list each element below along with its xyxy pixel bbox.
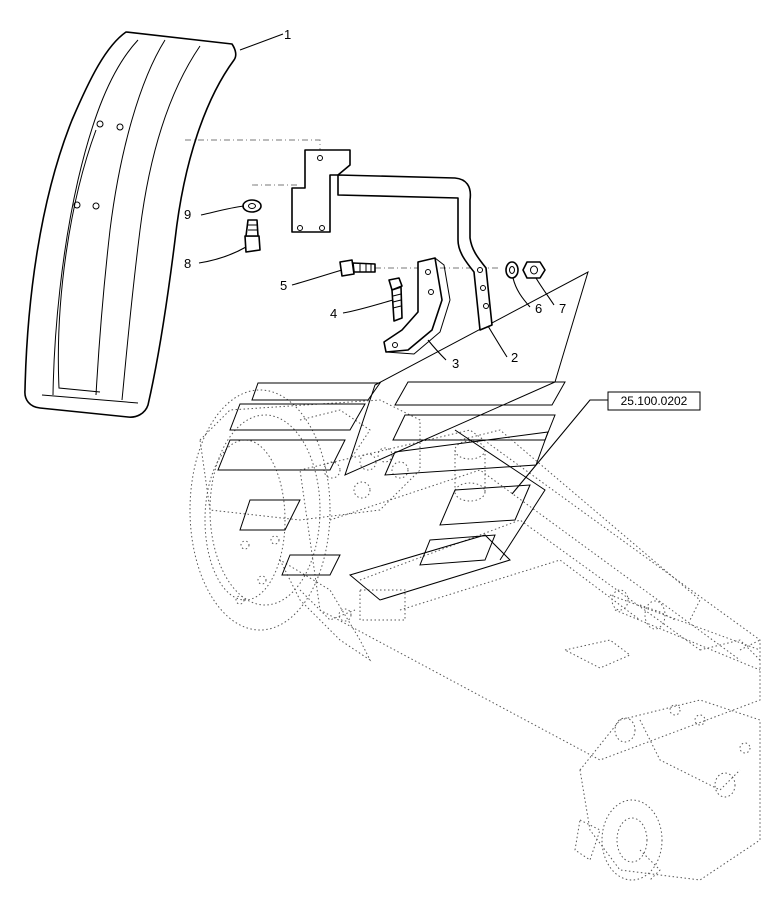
bolt-part-5: [339, 259, 376, 277]
callout-5: 5: [280, 278, 287, 293]
callout-1: 1: [284, 27, 291, 42]
leader-lines: [198, 33, 608, 495]
callout-7: 7: [559, 301, 566, 316]
fender-part-1: [24, 31, 237, 418]
front-axle-assembly: [189, 389, 761, 881]
shading-guides: [217, 270, 589, 601]
washer-part-9: [242, 199, 262, 213]
callout-6: 6: [535, 301, 542, 316]
support-bracket-part-2: [291, 149, 493, 331]
reference-box[interactable]: 25.100.0202: [607, 391, 701, 411]
callout-labels: 1 9 8 5 4 3 2 6 7: [184, 27, 566, 371]
bolt-part-8: [244, 219, 261, 253]
callout-3: 3: [452, 356, 459, 371]
callout-4: 4: [330, 306, 337, 321]
nut-part-7: [522, 261, 546, 279]
washer-part-6: [505, 261, 519, 279]
clamp-part-3: [383, 257, 451, 355]
bolt-part-4: [388, 277, 403, 322]
callout-2: 2: [511, 350, 518, 365]
callout-9: 9: [184, 207, 191, 222]
reference-label: 25.100.0202: [621, 394, 688, 408]
callout-8: 8: [184, 256, 191, 271]
